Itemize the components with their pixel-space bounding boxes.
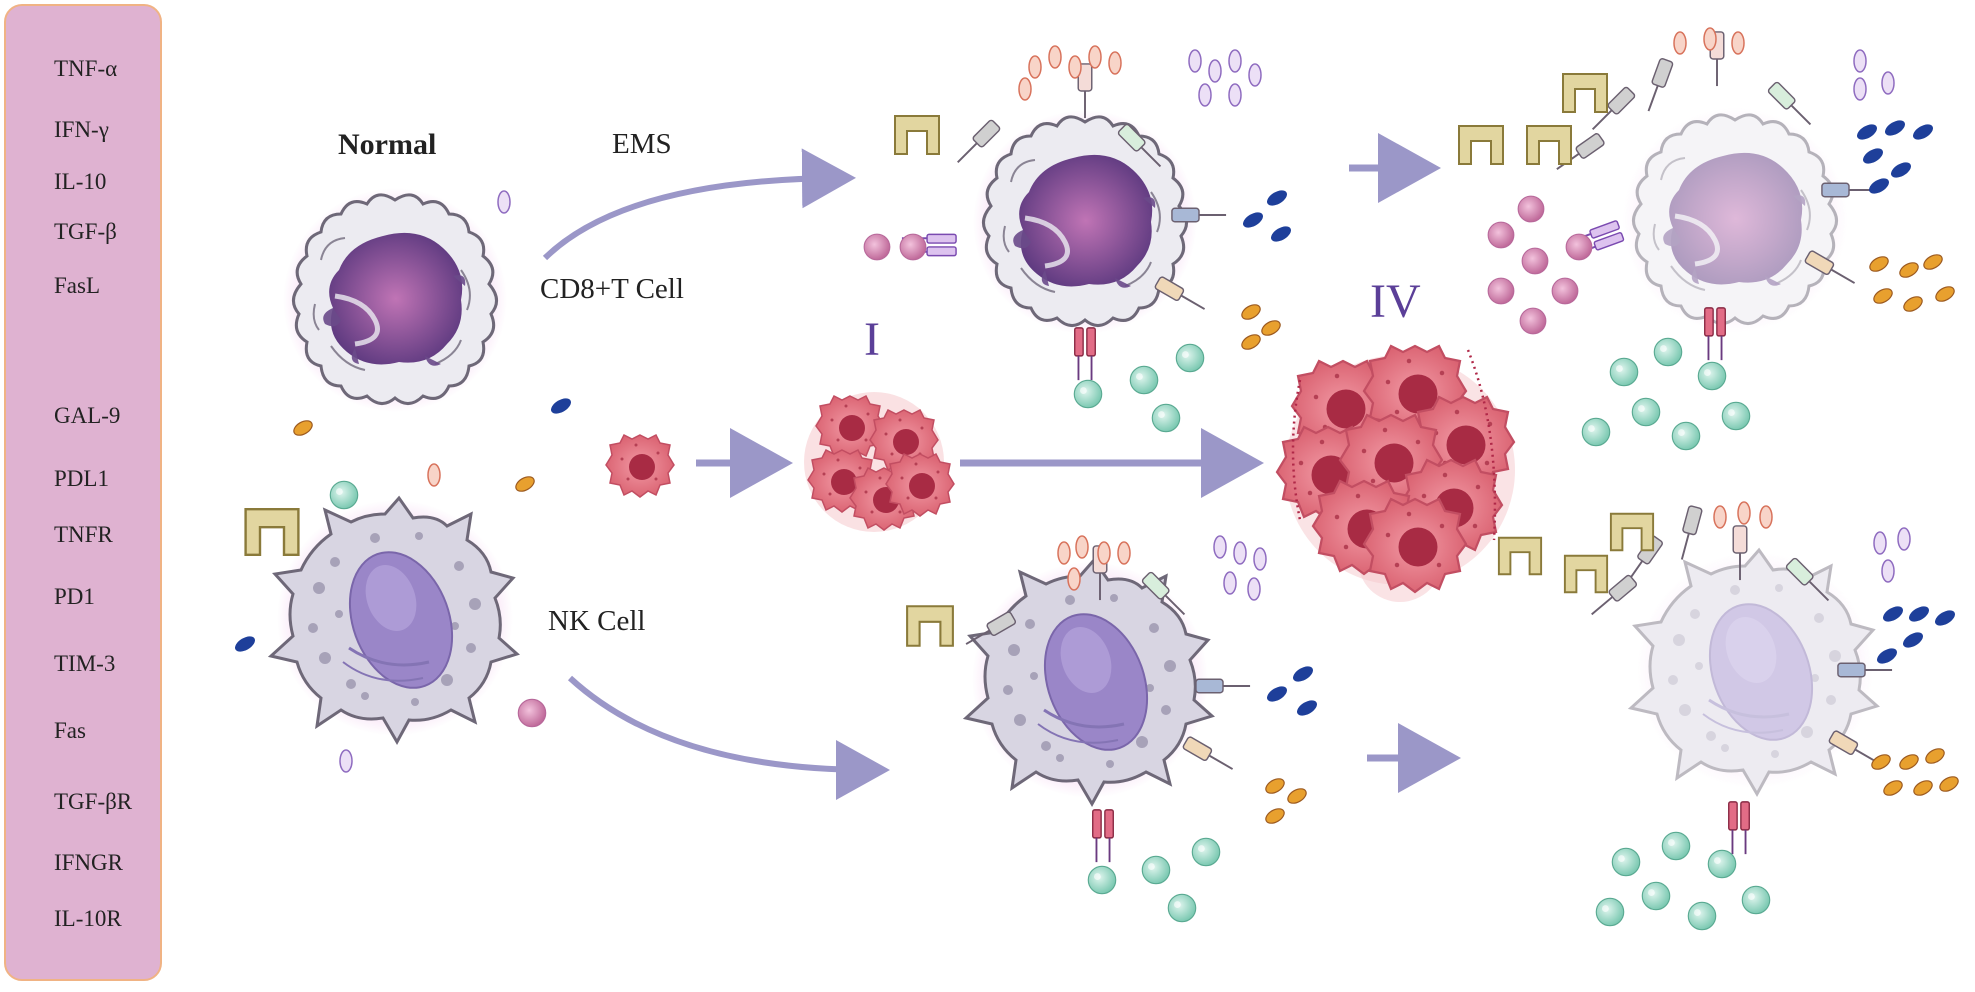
legend-label-pdl1: PDL1	[54, 466, 109, 491]
pdl1-bound-t	[893, 114, 941, 156]
legend-label-fas: Fas	[54, 718, 86, 743]
cd8-t-cell-label: CD8+T Cell	[540, 273, 684, 305]
single-tumor-cell	[605, 434, 675, 498]
normal-nk-cell	[269, 496, 519, 744]
stage-four-label: IV	[1370, 275, 1421, 328]
ems-t-cell	[973, 110, 1197, 334]
legend-label-fasl: FasL	[54, 273, 100, 298]
legend-label-tnfr: TNFR	[54, 522, 113, 547]
legend-label-tgf-beta: TGF-β	[54, 219, 117, 244]
legend-panel: TNF-α IFN-γ IL-10 TGF-β FasL GAL-9 PDL1 …	[4, 4, 162, 981]
legend-label-ifn-gamma: IFN-γ	[54, 117, 109, 142]
legend-label-ifngr: IFNGR	[54, 850, 124, 875]
legend-label-tnf-alpha: TNF-α	[54, 56, 118, 81]
legend-label-pd1: PD1	[54, 584, 95, 609]
nk-cell-label: NK Cell	[548, 605, 646, 637]
legend-label-tim-3: TIM-3	[54, 651, 116, 676]
legend-label-il-10r: IL-10R	[54, 906, 122, 931]
nk-curved-arrow	[567, 675, 890, 800]
exhausted-t-cell	[1623, 108, 1847, 332]
legend-label-tgf-beta-r: TGF-βR	[54, 789, 133, 814]
tumor-mass-stage-four	[1275, 344, 1516, 602]
ems-label: EMS	[612, 128, 672, 160]
legend-label-gal-9: GAL-9	[54, 403, 121, 428]
legend-label-il-10: IL-10	[54, 169, 107, 194]
arrows	[542, 133, 1461, 800]
stage-one-label: I	[864, 313, 880, 366]
normal-label: Normal	[338, 128, 437, 161]
normal-t-cell	[283, 188, 507, 412]
ems-nk-cell	[964, 558, 1214, 806]
tumor-cluster-stage-one	[804, 392, 955, 532]
ems-curved-arrow	[542, 148, 856, 261]
